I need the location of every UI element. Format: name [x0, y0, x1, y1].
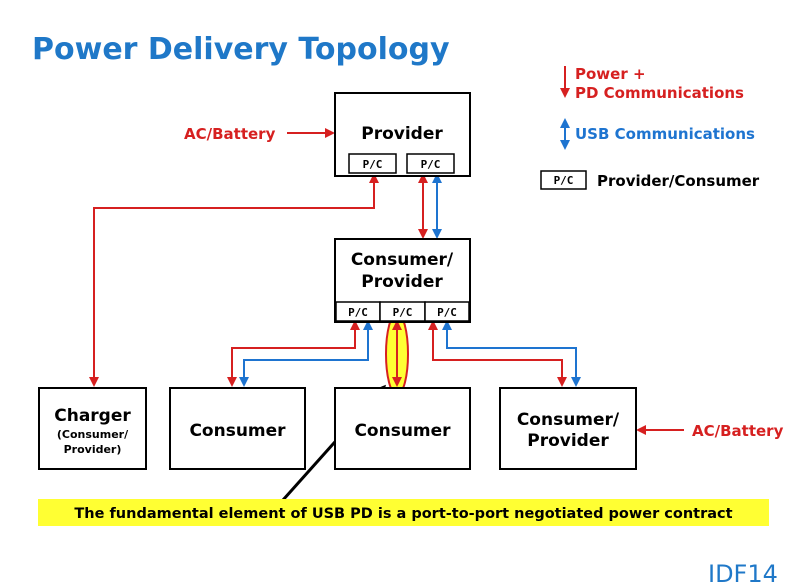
charger-node: Charger (Consumer/ Provider)	[38, 387, 147, 470]
midnode-port-1-label: P/C	[348, 306, 368, 319]
consumer-node-2: Consumer	[334, 387, 471, 470]
consumer-provider-mid-node: Consumer/ Provider P/C P/C P/C	[334, 238, 471, 323]
provider-port-2	[406, 153, 455, 174]
provider-node: Provider P/C P/C	[334, 92, 471, 177]
legend-usb: USB Communications	[575, 125, 755, 143]
idf-logo: IDF14	[708, 560, 778, 587]
legend-power-line2: PD Communications	[575, 84, 744, 102]
provider-port-2-label: P/C	[421, 158, 441, 171]
right-node-line2: Provider	[527, 431, 609, 451]
legend-pc-desc: Provider/Consumer	[597, 172, 760, 190]
ac-battery-right: AC/Battery	[692, 422, 784, 440]
consumer-1-box	[169, 387, 306, 470]
provider-charger-link	[89, 173, 379, 387]
midnode-port-3-label: P/C	[437, 306, 457, 319]
midnode-consumer1-power	[227, 320, 360, 387]
legend-pc-box	[540, 170, 587, 190]
midnode-line1: Consumer/	[351, 250, 454, 270]
midnode-right-power	[428, 320, 567, 387]
charger-line3: Provider)	[64, 443, 122, 456]
page-title: Power Delivery Topology	[32, 32, 450, 67]
provider-label: Provider	[361, 124, 443, 144]
right-node-line1: Consumer/	[517, 410, 620, 430]
consumer-2-label: Consumer	[354, 421, 451, 441]
connections	[89, 128, 684, 501]
consumer-node-1: Consumer	[169, 387, 306, 470]
ac-battery-top: AC/Battery	[184, 125, 276, 143]
midnode-port-2-label: P/C	[393, 306, 413, 319]
charger-box	[38, 387, 147, 470]
charger-line2: (Consumer/	[57, 428, 129, 441]
midnode-right-usb	[442, 320, 581, 387]
midnode-line2: Provider	[361, 272, 443, 292]
consumer-2-box	[334, 387, 471, 470]
consumer-provider-right-node: Consumer/ Provider	[499, 387, 637, 470]
midnode-consumer1-usb	[239, 320, 373, 387]
legend-power-line1: Power +	[575, 65, 646, 83]
note-text: The fundamental element of USB PD is a p…	[74, 506, 732, 522]
provider-port-1	[348, 153, 397, 174]
consumer-1-label: Consumer	[189, 421, 286, 441]
note-banner	[38, 499, 769, 526]
charger-line1: Charger	[54, 406, 131, 426]
midnode-port-3	[424, 301, 470, 322]
legend-pc-label: P/C	[554, 174, 574, 187]
legend: Power + PD Communications USB Communicat…	[540, 65, 760, 190]
provider-port-1-label: P/C	[363, 158, 383, 171]
consumer-provider-right-box	[499, 387, 637, 470]
